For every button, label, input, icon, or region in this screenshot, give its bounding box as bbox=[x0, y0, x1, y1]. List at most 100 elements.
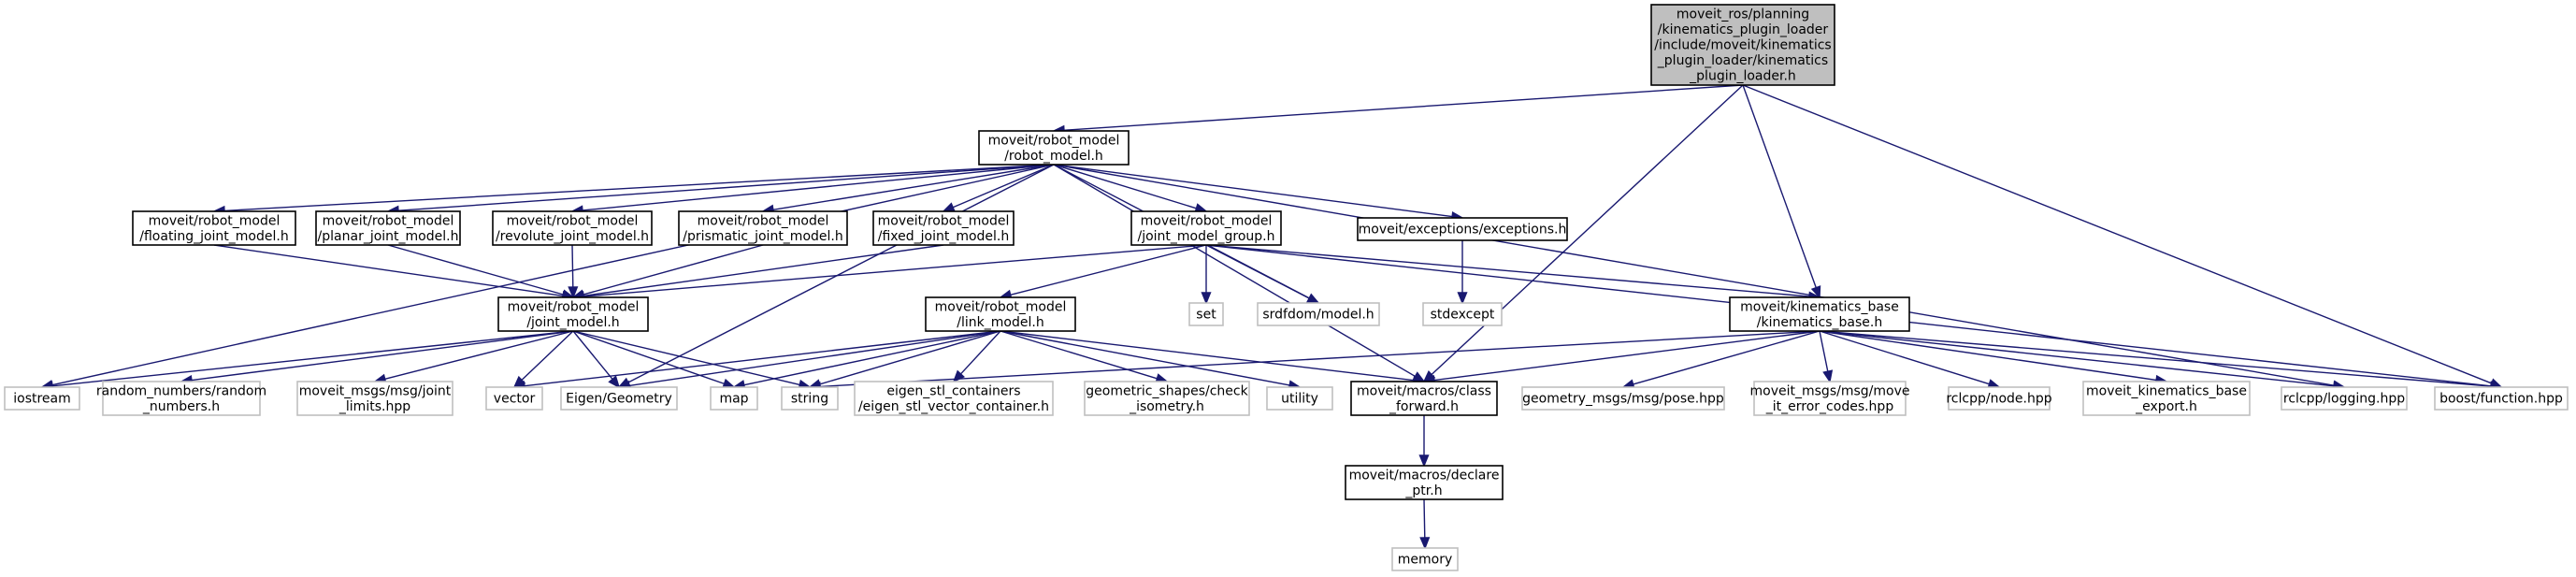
node-map: map bbox=[710, 386, 758, 411]
node-box bbox=[1188, 302, 1224, 326]
node-label-line: _numbers.h bbox=[142, 399, 220, 414]
node-box bbox=[102, 381, 261, 416]
node-revolute[interactable]: moveit/robot_model/revolute_joint_model.… bbox=[492, 210, 653, 246]
node-label-line: iostream bbox=[13, 392, 71, 407]
node-declare-ptr[interactable]: moveit/macros/declare_ptr.h bbox=[1345, 465, 1504, 500]
edge-fixed-to-joint_model bbox=[571, 244, 944, 301]
node-pose: geometry_msgs/msg/pose.hpp bbox=[1521, 386, 1725, 411]
node-label-line: srdfdom/model.h bbox=[1262, 308, 1374, 323]
edge-line bbox=[51, 164, 1055, 386]
node-label-line: _plugin_loader/kinematics bbox=[1657, 53, 1828, 68]
node-box bbox=[678, 210, 848, 246]
edge-kin_base-to-error_codes bbox=[1819, 330, 1834, 383]
edge-line bbox=[952, 164, 1055, 209]
edge-arrowhead bbox=[1419, 537, 1431, 550]
edge-exceptions-to-stdexcept bbox=[1457, 240, 1468, 305]
node-label-line: moveit/macros/class bbox=[1357, 383, 1491, 398]
node-label-line: moveit_msgs/msg/joint bbox=[299, 383, 452, 398]
node-kin-base[interactable]: moveit/kinematics_base/kinematics_base.h bbox=[1729, 296, 1910, 332]
edge-line bbox=[524, 330, 1001, 387]
edge-line bbox=[223, 164, 1055, 212]
node-box bbox=[485, 386, 543, 411]
edge-line bbox=[1819, 330, 1990, 385]
node-label-line: /link_model.h bbox=[957, 315, 1043, 330]
edge-arrowhead bbox=[1306, 293, 1320, 304]
node-floating[interactable]: moveit/robot_model/floating_joint_model.… bbox=[132, 210, 296, 246]
node-label-line: set bbox=[1196, 308, 1216, 323]
edge-line bbox=[1633, 330, 1820, 385]
edge-line bbox=[1819, 330, 2492, 387]
node-label-line: _forward.h bbox=[1389, 399, 1459, 414]
node-label-line: /joint_model.h bbox=[526, 315, 619, 330]
edge-joint_model-to-vector bbox=[512, 330, 574, 389]
edge-kin_base-to-pose bbox=[1621, 330, 1820, 390]
node-jmg[interactable]: moveit/robot_model/joint_model_group.h bbox=[1130, 210, 1282, 246]
node-logging: rclcpp/logging.hpp bbox=[2281, 386, 2408, 411]
edge-line bbox=[1742, 84, 1817, 288]
node-exceptions[interactable]: moveit/exceptions/exceptions.h bbox=[1357, 217, 1568, 241]
node-stdexcept: stdexcept bbox=[1422, 302, 1503, 326]
node-robot-model[interactable]: moveit/robot_model/robot_model.h bbox=[978, 130, 1130, 166]
edge-line bbox=[571, 244, 574, 288]
edge-arrowhead bbox=[608, 375, 621, 389]
node-box bbox=[1650, 4, 1835, 86]
edge-declare_ptr-to-memory bbox=[1419, 498, 1431, 550]
node-label-line: _limits.hpp bbox=[338, 399, 410, 414]
node-label-line: _isometry.h bbox=[1129, 399, 1204, 414]
edge-arrowhead bbox=[1201, 292, 1212, 305]
node-eigen-stl: eigen_stl_containers/eigen_stl_vector_co… bbox=[854, 381, 1054, 416]
node-eigen: Eigen/Geometry bbox=[560, 386, 678, 411]
node-box bbox=[1350, 381, 1498, 416]
edge-line bbox=[819, 330, 1820, 388]
node-label-line: stdexcept bbox=[1431, 308, 1495, 323]
node-fixed[interactable]: moveit/robot_model/fixed_joint_model.h bbox=[872, 210, 1015, 246]
node-class-fwd[interactable]: moveit/macros/class_forward.h bbox=[1350, 381, 1498, 416]
node-box bbox=[781, 386, 839, 411]
edge-line bbox=[1053, 164, 1453, 218]
edge-line bbox=[572, 330, 613, 380]
node-box bbox=[872, 210, 1015, 246]
edge-root-to-robot_model bbox=[1052, 84, 1744, 136]
node-root[interactable]: moveit_ros/planning/kinematics_plugin_lo… bbox=[1650, 4, 1835, 86]
edge-line bbox=[1000, 330, 1290, 386]
edge-robot_model-to-logging bbox=[1053, 164, 2346, 391]
edge-line bbox=[627, 164, 1055, 383]
node-label-line: /kinematics_base.h bbox=[1757, 315, 1882, 330]
edge-revolute-to-joint_model bbox=[568, 244, 579, 299]
edge-joint_model-to-random bbox=[180, 330, 574, 386]
edge-line bbox=[959, 330, 1001, 375]
node-box bbox=[1729, 296, 1910, 332]
node-box bbox=[1753, 381, 1907, 416]
node-planar[interactable]: moveit/robot_model/planar_joint_model.h bbox=[315, 210, 461, 246]
node-label-line: moveit_ros/planning bbox=[1677, 7, 1809, 22]
edge-kin_base-to-node bbox=[1819, 330, 2001, 389]
node-box bbox=[978, 130, 1130, 166]
node-srdf: srdfdom/model.h bbox=[1257, 302, 1380, 326]
nodes-layer: moveit_ros/planning/kinematics_plugin_lo… bbox=[4, 4, 2569, 571]
edge-line bbox=[572, 330, 800, 386]
node-prismatic[interactable]: moveit/robot_model/prismatic_joint_model… bbox=[678, 210, 848, 246]
edge-line bbox=[583, 244, 764, 296]
node-label-line: geometry_msgs/msg/pose.hpp bbox=[1522, 392, 1724, 407]
edge-line bbox=[583, 244, 1207, 297]
edge-line bbox=[582, 164, 1055, 211]
node-label-line: /eigen_stl_vector_container.h bbox=[858, 399, 1049, 414]
node-joint-model[interactable]: moveit/robot_model/joint_model.h bbox=[497, 296, 649, 332]
edge-line bbox=[384, 330, 574, 380]
edge-line bbox=[1205, 244, 1810, 297]
node-label-line: moveit/robot_model bbox=[149, 213, 281, 228]
edge-arrowhead bbox=[942, 202, 956, 212]
node-label-line: geometric_shapes/check bbox=[1086, 383, 1248, 398]
edge-line bbox=[628, 330, 1001, 387]
node-box bbox=[497, 296, 649, 332]
node-label-line: random_numbers/random bbox=[96, 383, 266, 398]
node-box bbox=[2434, 386, 2569, 411]
edge-line bbox=[772, 164, 1055, 210]
node-label-line: map bbox=[719, 392, 748, 407]
edge-line bbox=[1053, 164, 1416, 378]
node-random: random_numbers/random_numbers.h bbox=[96, 381, 266, 416]
edge-link_model-to-class_fwd bbox=[1000, 330, 1426, 386]
edge-line bbox=[1819, 330, 2335, 387]
node-link-model[interactable]: moveit/robot_model/link_model.h bbox=[925, 296, 1076, 332]
edge-line bbox=[743, 330, 1001, 386]
